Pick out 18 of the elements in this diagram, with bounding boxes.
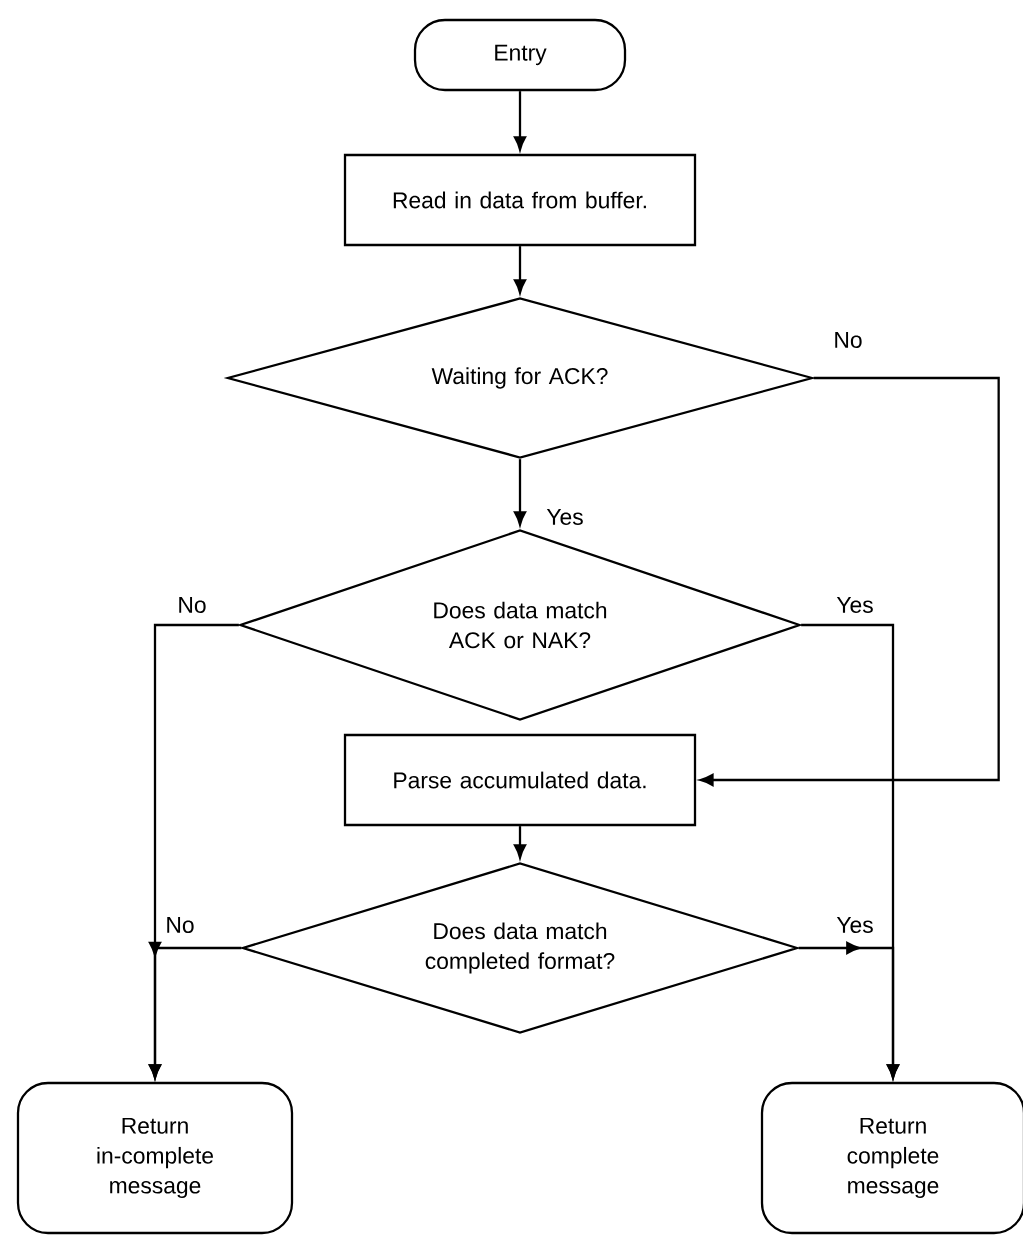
edge-label: Yes <box>834 595 876 615</box>
arrow <box>513 826 527 859</box>
edge-label: No <box>831 330 865 350</box>
arrow <box>513 246 527 294</box>
process-box: Parse accumulated data. <box>343 733 697 827</box>
edge-label: No <box>163 915 197 935</box>
process-box: Read in data from buffer. <box>343 153 697 247</box>
terminal-box: Entry <box>413 18 627 92</box>
arrow <box>513 91 527 151</box>
terminal-box: Return complete message <box>760 1081 1023 1235</box>
arrow <box>513 459 527 526</box>
arrow <box>148 941 242 1079</box>
edge-label: Yes <box>834 915 876 935</box>
edge-label: Yes <box>544 507 586 527</box>
edge-label: No <box>175 595 209 615</box>
terminal-box: Return in-complete message <box>16 1081 294 1235</box>
arrow <box>798 941 900 1079</box>
arrow <box>699 376 1000 787</box>
